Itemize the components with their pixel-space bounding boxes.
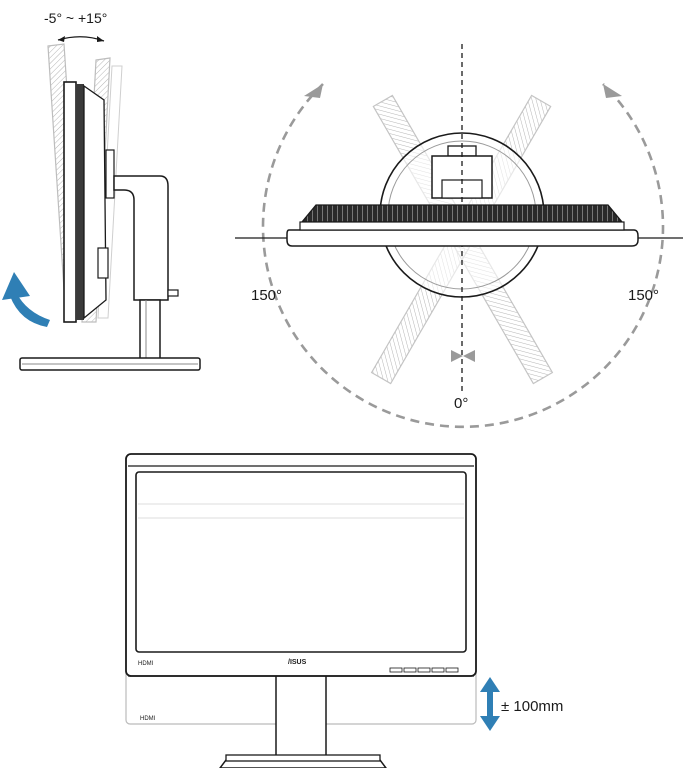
height-direction-arrow xyxy=(480,677,500,731)
tilt-stand xyxy=(19,175,201,371)
height-range-label: ± 100mm xyxy=(501,698,563,715)
hdmi-label: HDMI xyxy=(138,661,154,667)
tilt-arc-arrowhead-right xyxy=(97,36,104,42)
front-panel-buttons xyxy=(389,667,459,673)
swivel-view: 150° 150° 0° xyxy=(235,44,683,429)
height-stand xyxy=(218,673,388,769)
tilt-monitor-profile xyxy=(63,81,115,323)
swivel-arrowhead-right xyxy=(603,84,622,98)
tilt-angle-label: -5° ~ +15° xyxy=(44,10,107,26)
tilt-direction-arrow xyxy=(2,272,50,327)
swivel-right-angle-label: 150° xyxy=(628,287,659,304)
swivel-zero-angle-label: 0° xyxy=(454,395,468,412)
swivel-arrowhead-bottom-right xyxy=(463,350,475,362)
ghost-hdmi-label: HDMI xyxy=(140,716,156,722)
swivel-monitor-top xyxy=(286,204,639,247)
swivel-arrowhead-left xyxy=(304,84,323,98)
swivel-left-angle-label: 150° xyxy=(251,287,282,304)
height-view: HDMI /ISUS HDMI /ISUS xyxy=(125,453,563,769)
height-monitor-front: HDMI /ISUS xyxy=(125,453,477,677)
swivel-arrowhead-bottom-left xyxy=(451,350,463,362)
brand-logo: /ISUS xyxy=(288,659,307,666)
tilt-arc-arrowhead-left xyxy=(58,36,65,42)
swivel-dashed-arc xyxy=(261,83,665,429)
tilt-view: -5° ~ +15° xyxy=(2,10,201,371)
